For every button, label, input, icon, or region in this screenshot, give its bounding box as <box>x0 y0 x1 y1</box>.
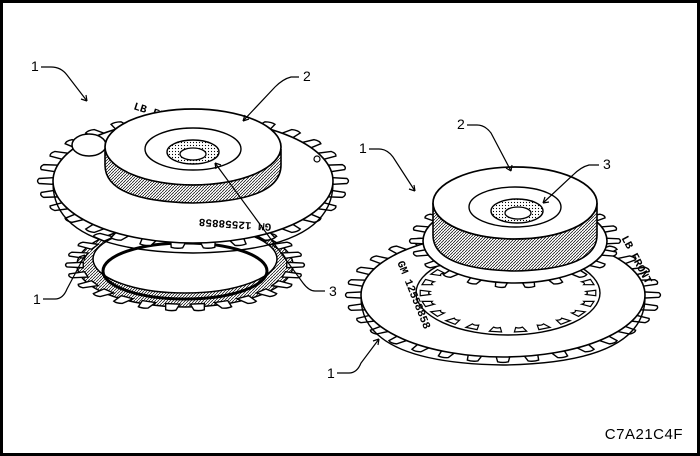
sprocket-tooth <box>77 241 101 251</box>
sprocket-tooth <box>77 279 101 289</box>
sprocket-tooth <box>234 294 258 305</box>
leader-lines <box>41 66 599 374</box>
sprocket-tooth <box>254 288 278 298</box>
right-sprocket-assembly: GM 12558858 LB FRONT <box>344 166 662 366</box>
sprocket-tooth <box>513 326 528 333</box>
sprocket-tooth <box>536 323 552 331</box>
sprocket-tooth <box>275 128 302 141</box>
sprocket-tooth <box>429 268 447 277</box>
sprocket-tooth <box>68 270 90 279</box>
sprocket-tooth <box>212 299 233 309</box>
left-part-number-stamp: GM 12558858 <box>198 215 272 232</box>
sprocket-tooth <box>429 309 447 318</box>
sprocket-tooth <box>583 289 597 297</box>
sprocket-tooth <box>488 326 503 333</box>
sprocket-tooth <box>443 317 462 325</box>
sprocket-tooth <box>569 309 587 318</box>
callout-left-hub: 2 <box>303 68 311 84</box>
sprocket-tooth <box>554 317 573 325</box>
sprocket-tooth <box>92 288 116 298</box>
callout-right-hub: 2 <box>457 116 465 132</box>
figure-code: C7A21C4F <box>604 426 683 443</box>
callout-left-top: 1 <box>31 58 39 74</box>
sprocket-tooth <box>579 300 596 308</box>
sprocket-tooth <box>68 251 90 260</box>
sprocket-tooth <box>420 300 437 308</box>
sprocket-tooth <box>579 278 596 286</box>
callout-right-bore: 3 <box>603 156 611 172</box>
left-sprocket-assembly: LB FRONT GM 12558858 <box>36 101 350 312</box>
sprocket-tooth <box>188 302 206 312</box>
sprocket-tooth <box>280 251 302 260</box>
sprocket-diagram: LB FRONT GM 12558858 GM 12558858 LB FRON… <box>31 58 662 381</box>
sprocket-tooth <box>420 278 437 286</box>
left-hub <box>104 108 282 204</box>
callout-right-top: 1 <box>359 140 367 156</box>
sprocket-tooth <box>464 323 480 331</box>
callout-right-bottom: 1 <box>327 365 335 381</box>
callout-left-bore: 3 <box>329 283 337 299</box>
sprocket-tooth <box>419 289 433 297</box>
sprocket-tooth <box>269 279 293 289</box>
sprocket-tooth <box>112 294 136 305</box>
sprocket-tooth <box>275 221 302 234</box>
sprocket-tooth <box>164 302 182 312</box>
sprocket-tooth <box>137 299 158 309</box>
callout-left-bottom: 1 <box>33 291 41 307</box>
sprocket-tooth <box>280 270 302 279</box>
sprocket-tooth <box>84 221 111 234</box>
right-hub <box>432 166 598 272</box>
